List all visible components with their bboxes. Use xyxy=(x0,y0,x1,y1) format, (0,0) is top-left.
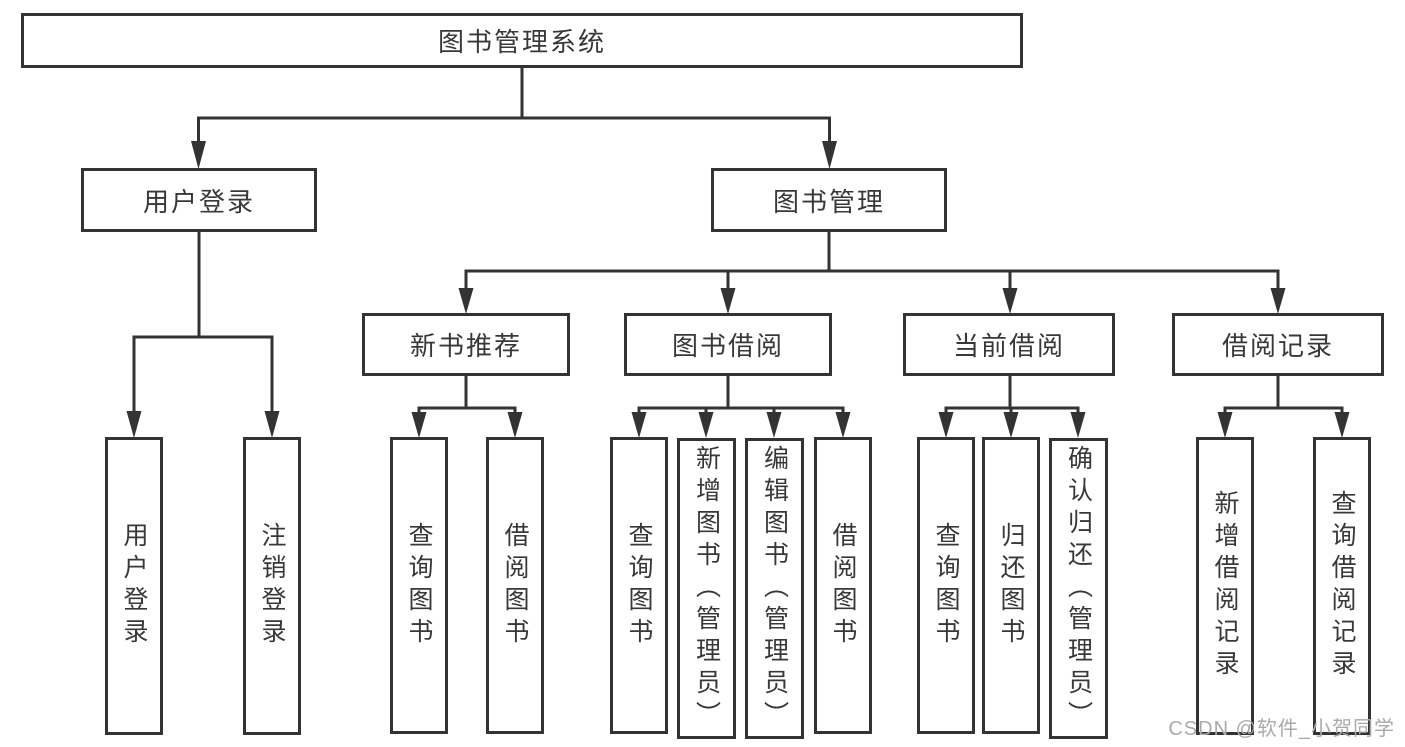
node-current-borrowing: 当前借阅 xyxy=(903,313,1115,376)
leaf-user-login: 用户登录 xyxy=(105,437,163,735)
node-label: 新增图书（管理员） xyxy=(692,444,721,733)
leaf-br-add-record: 新增借阅记录 xyxy=(1196,437,1254,735)
node-label: 新书推荐 xyxy=(409,331,522,361)
node-label: 当前借阅 xyxy=(952,331,1065,361)
leaf-cb-confirm-return-admin: 确认归还（管理员） xyxy=(1049,438,1108,739)
leaf-rec-borrow-books: 借阅图书 xyxy=(486,437,544,734)
node-borrowing-records: 借阅记录 xyxy=(1172,313,1384,376)
node-book-borrowing: 图书借阅 xyxy=(624,313,832,376)
node-book-management: 图书管理 xyxy=(711,168,947,232)
leaf-rec-query-books: 查询图书 xyxy=(390,437,448,734)
leaf-bb-add-books-admin: 新增图书（管理员） xyxy=(677,438,736,739)
node-label: 编辑图书（管理员） xyxy=(760,444,789,733)
node-label: 查询图书 xyxy=(625,521,653,650)
node-label: 查询图书 xyxy=(405,521,433,650)
node-root-library-management-system: 图书管理系统 xyxy=(21,13,1023,68)
node-label: 确认归还（管理员） xyxy=(1064,444,1093,733)
node-label: 图书管理 xyxy=(772,186,885,217)
node-label: 借阅记录 xyxy=(1221,331,1334,361)
leaf-bb-borrow-books: 借阅图书 xyxy=(814,437,872,734)
node-label: 查询借阅记录 xyxy=(1328,490,1356,682)
leaf-bb-edit-books-admin: 编辑图书（管理员） xyxy=(745,438,804,739)
node-label: 图书管理系统 xyxy=(437,27,606,57)
node-label: 用户登录 xyxy=(142,186,255,217)
leaf-cb-query-books: 查询图书 xyxy=(917,437,975,734)
node-label: 新增借阅记录 xyxy=(1211,490,1239,682)
node-user-login: 用户登录 xyxy=(81,168,317,232)
leaf-cb-return-books: 归还图书 xyxy=(982,437,1040,734)
node-label: 借阅图书 xyxy=(501,521,529,650)
node-label: 用户登录 xyxy=(120,522,148,650)
leaf-logout: 注销登录 xyxy=(243,437,301,735)
node-label: 图书借阅 xyxy=(671,331,784,361)
node-new-book-recommendation: 新书推荐 xyxy=(362,313,570,376)
node-label: 注销登录 xyxy=(258,522,286,650)
csdn-watermark: CSDN @软件_小贺同学 xyxy=(1168,718,1395,740)
node-label: 归还图书 xyxy=(997,521,1025,650)
leaf-bb-query-books: 查询图书 xyxy=(610,437,668,734)
node-label: 查询图书 xyxy=(932,521,960,650)
node-label: 借阅图书 xyxy=(829,521,857,650)
leaf-br-query-record: 查询借阅记录 xyxy=(1313,437,1371,735)
